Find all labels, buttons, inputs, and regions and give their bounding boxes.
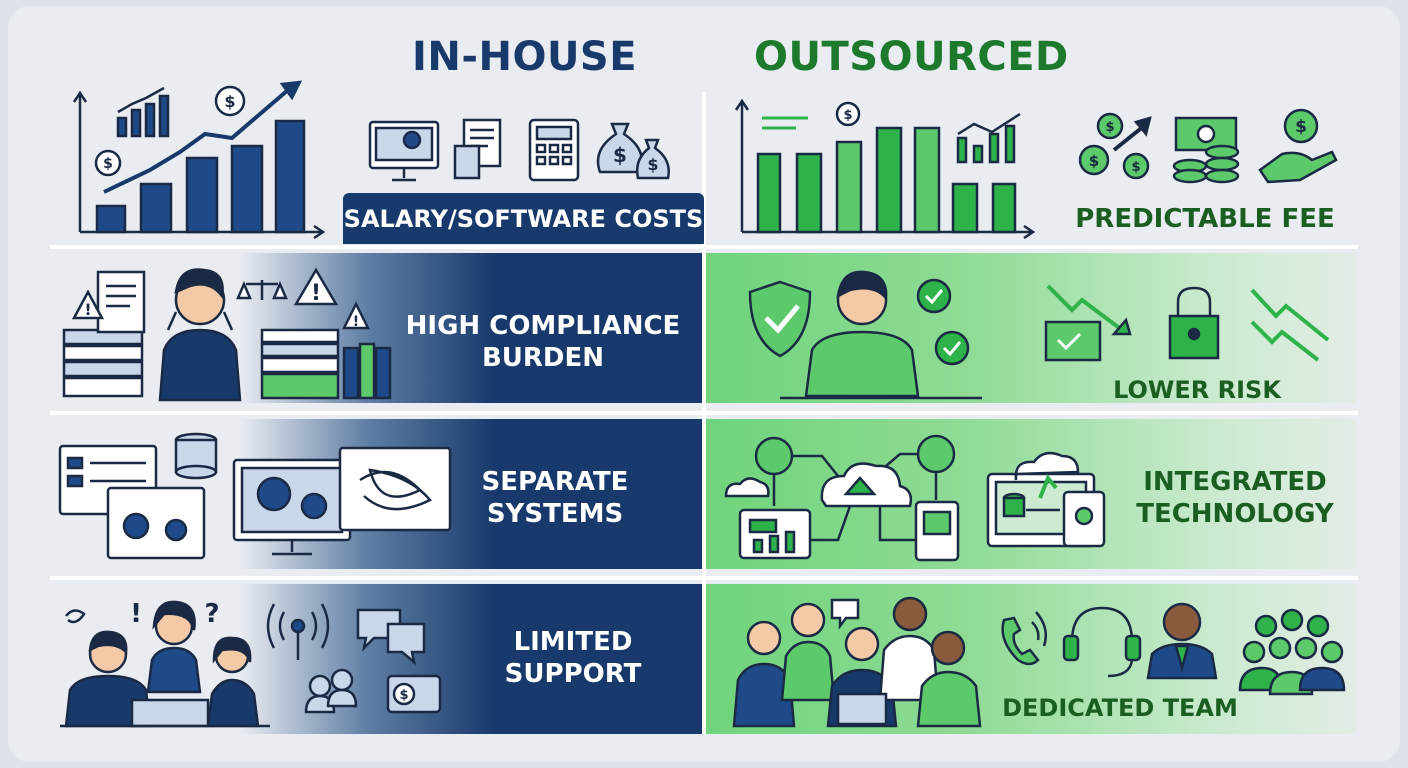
dollar-icon: $ [843,108,852,123]
svg-text:$: $ [103,156,113,172]
dedicated-team-icons [732,596,1346,728]
svg-text:$: $ [647,155,658,174]
compliance-paperwork-icons [62,267,392,402]
rising-costs-chart-icon [72,80,326,240]
high-compliance-burden-label: HIGH COMPLIANCE BURDEN [405,311,681,373]
svg-text:$: $ [1295,117,1307,137]
limited-support-icons [60,600,442,728]
in-house-title: IN-HOUSE [412,34,638,80]
dollar-icon: $ $ [103,92,235,172]
stable-costs-chart-icon [734,98,1036,240]
svg-text:$: $ [1131,160,1140,175]
integrated-technology-label: INTEGRATED TECHNOLOGY [1136,467,1334,529]
svg-text:$: $ [1089,152,1099,170]
coin-dollar-icon: $ $ $ $ [1089,117,1307,175]
row-divider-3 [50,576,1358,580]
limited-support-label: LIMITED SUPPORT [504,627,642,689]
warning-exclamation-icon: ! ! ! [84,281,359,330]
svg-text:!: ! [84,300,91,319]
predictable-fee-icons [1078,108,1338,184]
svg-text:?: ? [204,599,219,629]
svg-text:$: $ [613,143,627,167]
svg-text:$: $ [224,92,235,111]
separate-systems-icons [58,432,452,560]
separate-systems-label: SEPARATE SYSTEMS [481,467,629,529]
row-divider-1 [50,245,1358,249]
svg-text:!: ! [311,281,321,306]
outsourced-title: OUTSOURCED [754,34,1069,80]
lower-risk-label: LOWER RISK [1113,376,1281,404]
lower-risk-icons [748,270,1330,400]
integrated-technology-icons [724,434,1106,562]
svg-text:$: $ [399,688,408,703]
svg-text:$: $ [1105,120,1114,135]
svg-text:!: ! [353,314,359,330]
software-cost-icons [368,118,670,182]
predictable-fee-label: PREDICTABLE FEE [1075,204,1335,234]
svg-text:!: ! [130,599,142,629]
row-divider-2 [50,411,1358,415]
money-bag-dollar-icon: $ $ [613,143,659,174]
dedicated-team-label: DEDICATED TEAM [1002,694,1238,722]
salary-software-costs-label: SALARY/SOFTWARE COSTS [343,193,704,244]
question-exclamation-icon: ! ? $ [130,599,408,703]
